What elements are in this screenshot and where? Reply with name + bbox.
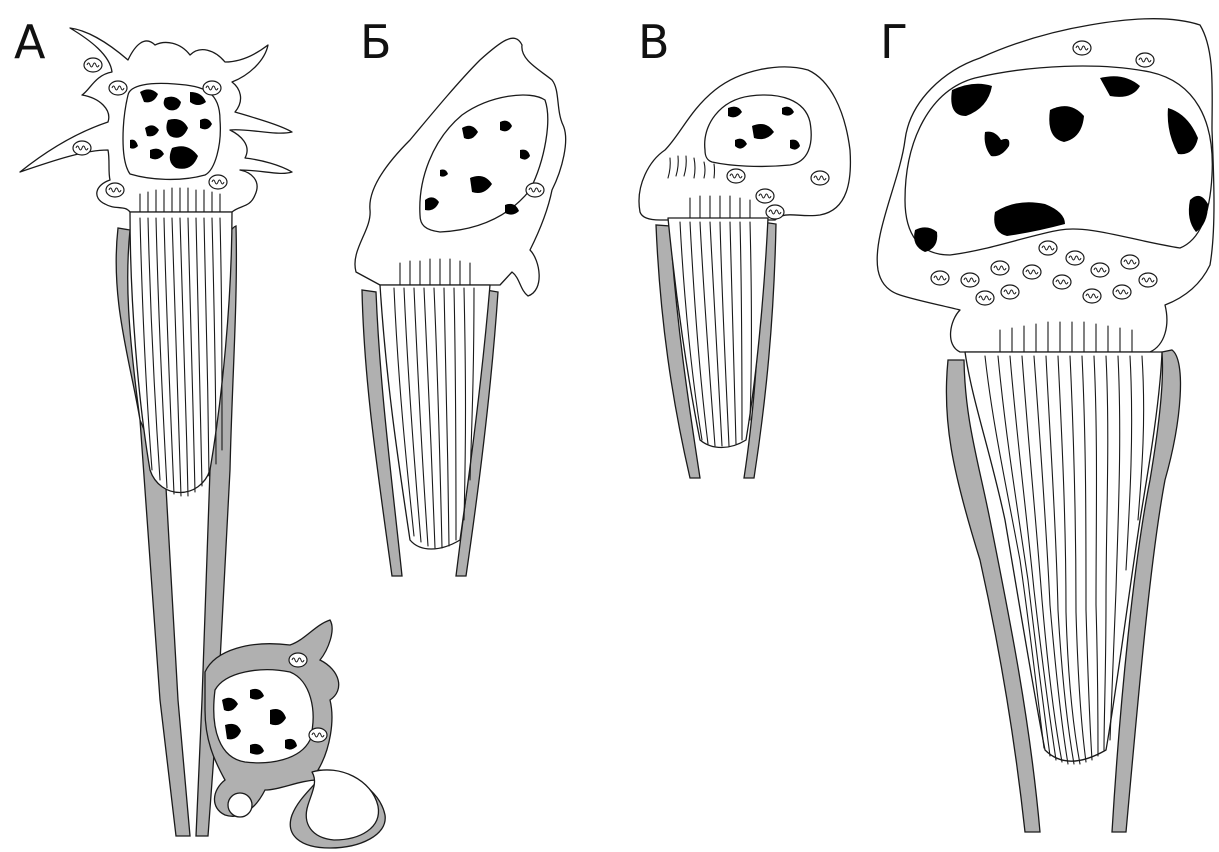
mitochondrion-icon [976, 291, 994, 305]
mitochondrion-icon [961, 273, 979, 287]
mitochondrion-icon [1121, 255, 1139, 269]
panel-a [20, 28, 385, 848]
mitochondrion-icon [766, 205, 784, 219]
mitochondrion-icon [203, 81, 221, 95]
mitochondrion-icon [84, 58, 102, 72]
mitochondrion-icon [1136, 53, 1154, 67]
mitochondrion-icon [106, 183, 124, 197]
mitochondrion-icon [1113, 285, 1131, 299]
mitochondrion-icon [526, 183, 544, 197]
mitochondrion-icon [1073, 41, 1091, 55]
mitochondrion-icon [289, 653, 307, 667]
cell-a-satellite-nucleus [214, 670, 313, 763]
mitochondrion-icon [811, 171, 829, 185]
panel-label-b: Б [360, 15, 392, 69]
cell-a-loop [306, 770, 378, 840]
panel-c [639, 67, 850, 478]
mitochondrion-icon [109, 81, 127, 95]
panel-label-c: В [638, 15, 670, 69]
panel-b [355, 38, 566, 576]
mitochondrion-icon [1001, 285, 1019, 299]
mitochondrion-icon [1023, 265, 1041, 279]
mitochondrion-icon [1139, 273, 1157, 287]
mitochondrion-icon [727, 169, 745, 183]
mitochondrion-icon [209, 175, 227, 189]
mitochondrion-icon [1083, 289, 1101, 303]
mitochondrion-icon [1066, 251, 1084, 265]
panel-d [877, 19, 1214, 832]
panel-label-a: А [14, 15, 46, 69]
mitochondrion-icon [931, 271, 949, 285]
mitochondrion-icon [991, 261, 1009, 275]
mitochondrion-icon [756, 189, 774, 203]
cell-d-nucleus [905, 66, 1212, 255]
mitochondrion-icon [73, 141, 91, 155]
cell-a-vesicle [228, 793, 252, 817]
panel-label-d: Г [880, 15, 908, 69]
mitochondrion-icon [1039, 241, 1057, 255]
mitochondrion-icon [309, 728, 327, 742]
mitochondrion-icon [1053, 275, 1071, 289]
mitochondrion-icon [1091, 263, 1109, 277]
